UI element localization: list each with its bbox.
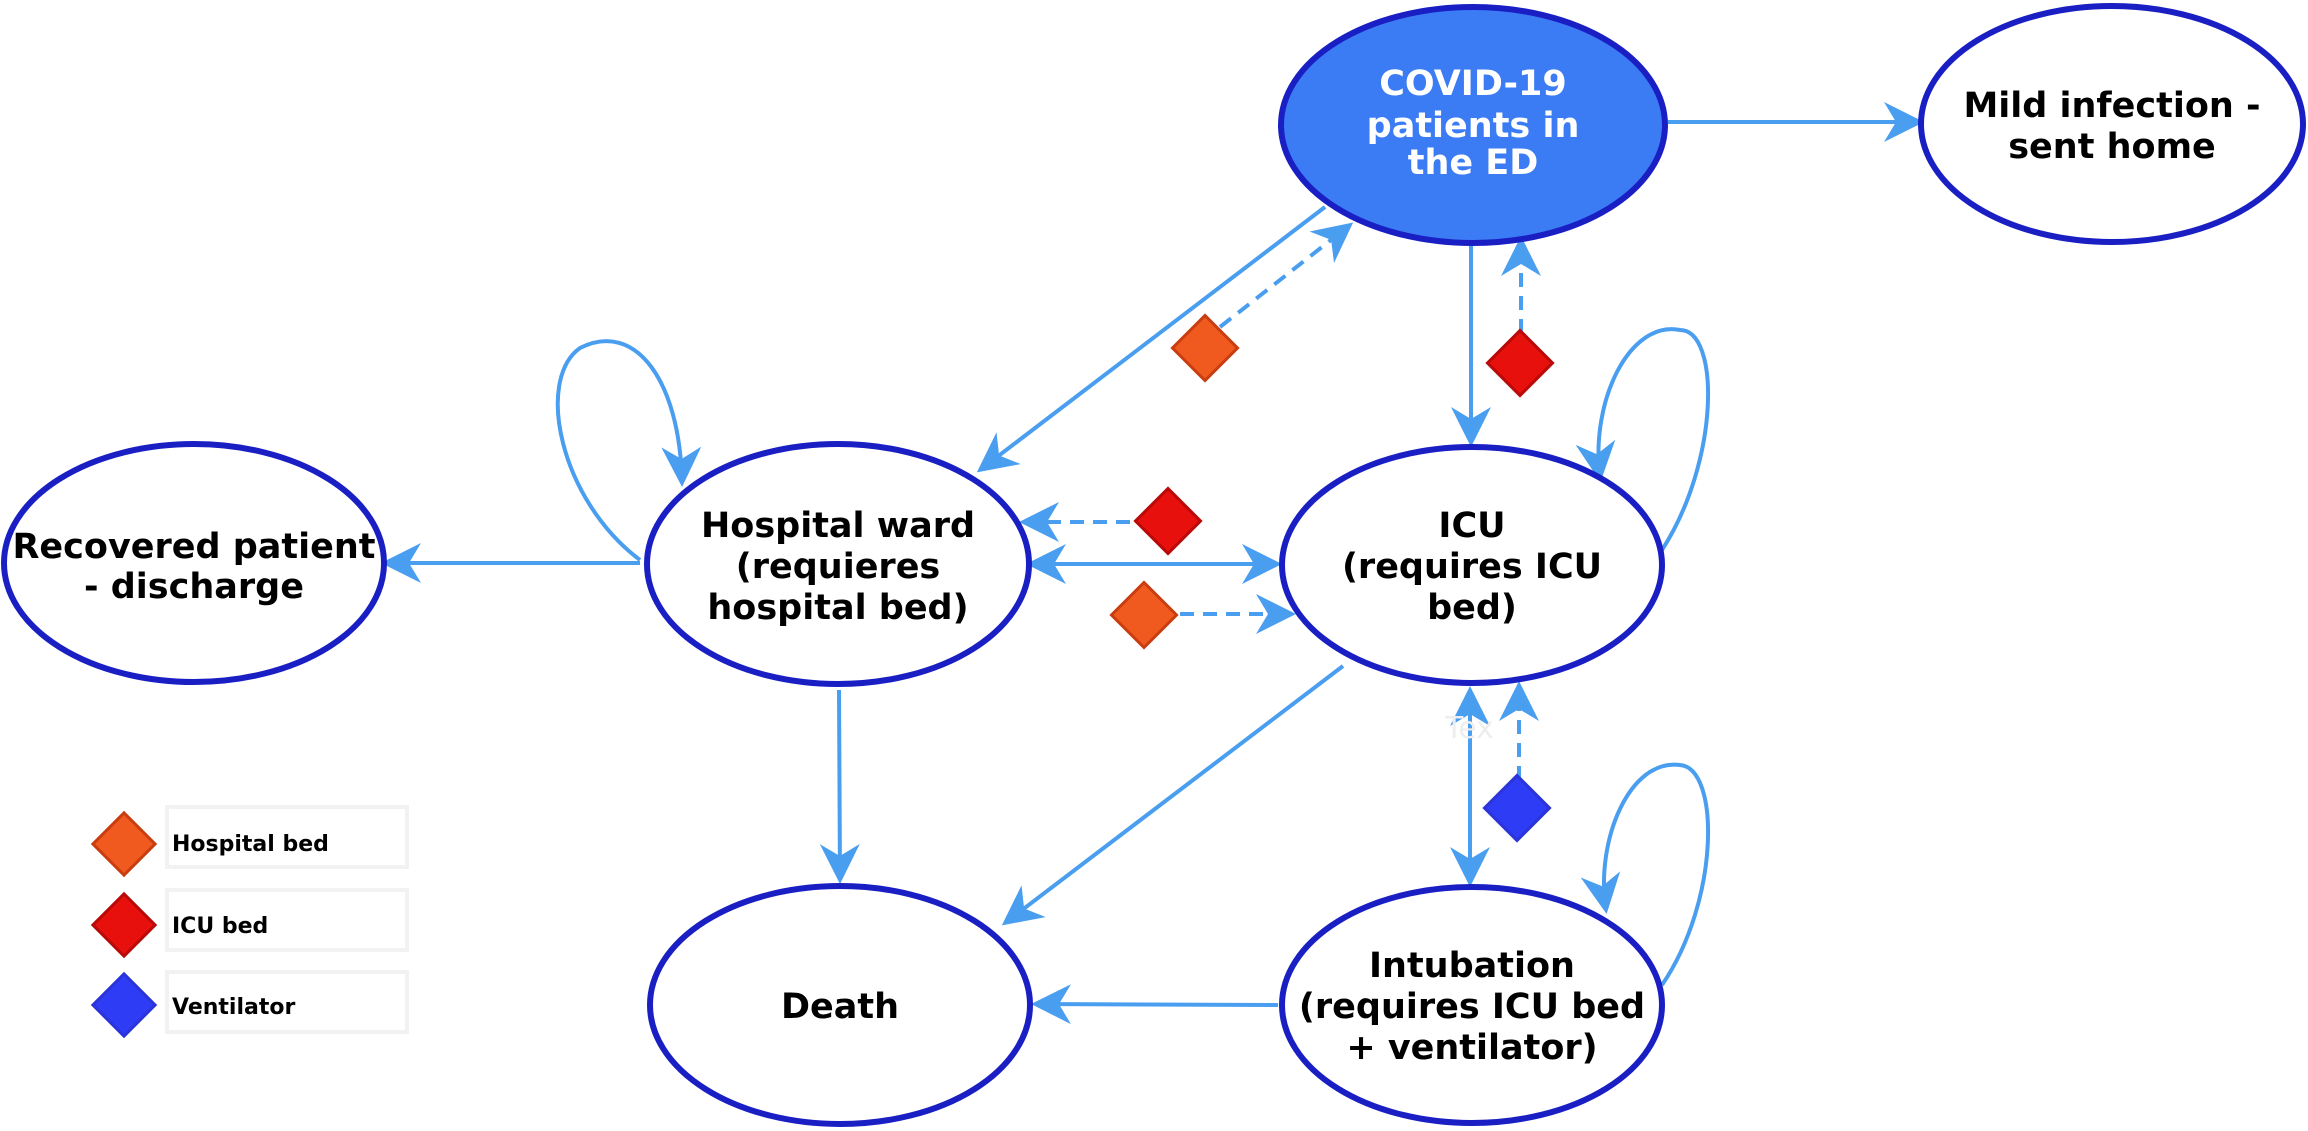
- intubation-ellipse: [1279, 884, 1665, 1126]
- ventilator-diamond-icon: [1482, 773, 1552, 843]
- node-death: Death: [647, 883, 1033, 1127]
- legend-label-hospital-bed: Hospital bed: [172, 832, 329, 857]
- home-label-line-2: sent home: [2008, 127, 2216, 167]
- icu-ellipse: [1279, 444, 1665, 686]
- recovered-label-line-2: - discharge: [84, 567, 304, 607]
- intubation-label-line-2: (requires ICU bed: [1299, 987, 1645, 1027]
- edges: [381, 102, 1924, 1025]
- ed-label-line-2: patients in: [1367, 106, 1580, 146]
- icu-label-line-1: ICU: [1438, 506, 1505, 546]
- resource-edges: [1019, 222, 1541, 780]
- edge-ward-to-death: [819, 689, 860, 884]
- icu-bed-diamond-icon: [1485, 328, 1555, 398]
- ward-label-line-3: hospital bed): [707, 588, 968, 628]
- legend-item-icu-bed: ICU bed: [90, 888, 409, 959]
- intubation-label-line-3: + ventilator): [1346, 1028, 1597, 1068]
- legend-label-ventilator: Ventilator: [172, 995, 295, 1020]
- orange-diamond-icon: [90, 810, 158, 878]
- icu-label-line-2: (requires ICU: [1342, 547, 1602, 587]
- node-home: Mild infection - sent home: [1918, 3, 2306, 245]
- node-ward: Hospital ward (requieres hospital bed): [644, 441, 1032, 687]
- home-ellipse: [1918, 3, 2306, 245]
- icu-bed-diamond-icon: [1133, 486, 1203, 556]
- stray-text: Tex: [1444, 711, 1494, 746]
- legend-label-box: [165, 805, 409, 869]
- blue-diamond-icon: [90, 971, 158, 1039]
- hospital-bed-diamond-icon: [1170, 313, 1240, 383]
- ed-label-line-3: the ED: [1408, 143, 1539, 183]
- red-diamond-icon: [90, 891, 158, 959]
- hospital-bed-diamond-icon: [1109, 580, 1179, 650]
- legend-label-box: [165, 888, 409, 952]
- ward-label-line-1: Hospital ward: [701, 506, 975, 546]
- ed-ellipse: [1278, 4, 1668, 246]
- legend-item-hospital-bed: Hospital bed: [90, 805, 409, 878]
- home-label-line-1: Mild infection -: [1963, 86, 2260, 126]
- resource-markers: [1109, 313, 1555, 843]
- edge-icu-to-death: [1001, 664, 1345, 926]
- node-ed: COVID-19 patients in the ED: [1278, 4, 1668, 246]
- ward-label-line-2: (requieres: [736, 547, 941, 587]
- edge-intubation-self-loop: [1580, 762, 1711, 987]
- recovered-ellipse: [1, 441, 387, 685]
- ed-label-line-1: COVID-19: [1379, 64, 1567, 104]
- legend-label-box: [165, 970, 409, 1034]
- death-ellipse: [647, 883, 1033, 1127]
- legend: Hospital bed ICU bed Ventilator: [90, 805, 409, 1039]
- legend-item-ventilator: Ventilator: [90, 970, 409, 1039]
- ward-ellipse: [644, 441, 1032, 687]
- edge-icu-self-loop: [1575, 327, 1711, 552]
- dashed-hospital-bed-to-ed: [1218, 222, 1354, 329]
- node-icu: ICU (requires ICU bed): [1279, 444, 1665, 686]
- node-recovered: Recovered patient - discharge: [1, 441, 387, 685]
- death-label: Death: [781, 987, 899, 1027]
- edge-intubation-to-death: [1031, 984, 1279, 1025]
- edge-ward-self-loop: [555, 339, 702, 562]
- edge-ed-to-ward: [976, 205, 1327, 473]
- recovered-label-line-1: Recovered patient: [12, 527, 375, 567]
- legend-label-icu-bed: ICU bed: [172, 914, 268, 939]
- icu-label-line-3: bed): [1427, 588, 1517, 628]
- intubation-label-line-1: Intubation: [1369, 946, 1575, 986]
- node-intubation: Intubation (requires ICU bed + ventilato…: [1279, 884, 1665, 1126]
